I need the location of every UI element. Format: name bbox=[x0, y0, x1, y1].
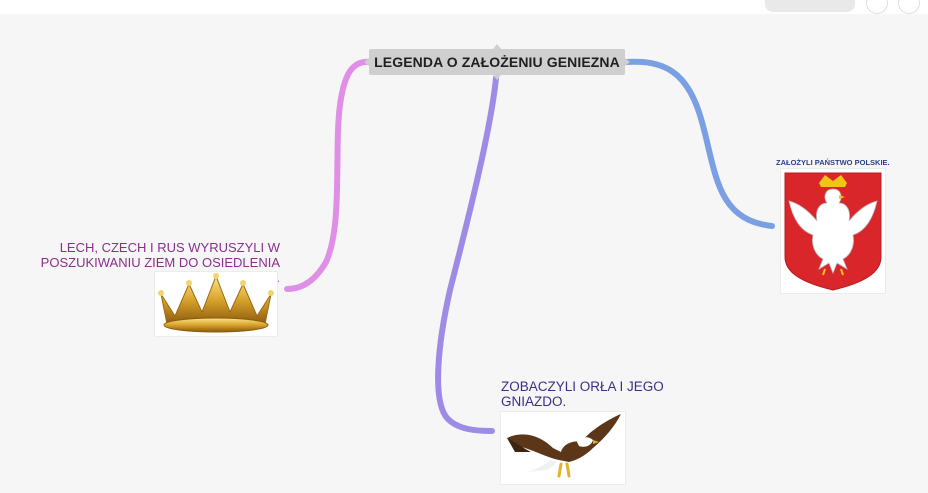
toolbar-control[interactable] bbox=[765, 0, 855, 12]
node-left-text[interactable]: LECH, CZECH I RUS WYRUSZYLI W POSZUKIWAN… bbox=[40, 240, 280, 285]
crown-image[interactable] bbox=[154, 271, 278, 337]
node-right-text[interactable]: ZAŁOŻYLI PAŃSTWO POLSKIE. bbox=[776, 158, 890, 167]
root-grip-bottom bbox=[493, 75, 501, 80]
eagle-icon bbox=[507, 414, 621, 478]
node-bottom-text[interactable]: ZOBACZYLI ORŁA I JEGO GNIAZDO. bbox=[501, 379, 664, 409]
polish-coat-of-arms-image[interactable] bbox=[780, 168, 886, 294]
link-right bbox=[623, 58, 775, 229]
link-left bbox=[284, 58, 373, 292]
root-grip-right bbox=[625, 58, 630, 66]
crown-icon bbox=[158, 273, 274, 333]
top-toolbar bbox=[0, 0, 928, 14]
root-grip-left bbox=[364, 58, 369, 66]
link-bottom bbox=[435, 75, 499, 434]
root-grip-top bbox=[493, 44, 501, 49]
polish-coat-of-arms-icon bbox=[784, 172, 882, 291]
root-node-title[interactable]: LEGENDA O ZAŁOŻENIU GENIEZNA bbox=[369, 49, 625, 75]
eagle-image[interactable] bbox=[500, 411, 626, 485]
